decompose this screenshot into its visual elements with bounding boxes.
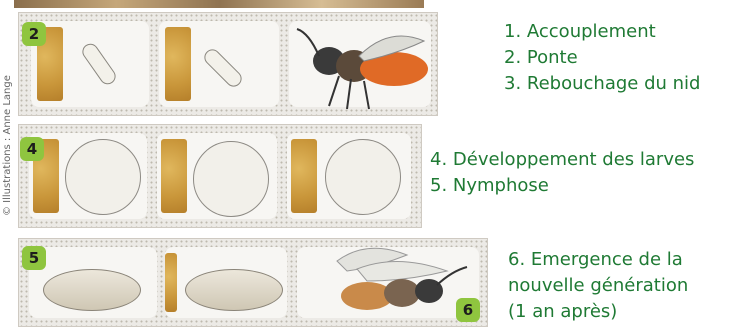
cocoon-icon <box>43 269 141 311</box>
cell-2 <box>159 21 279 107</box>
cell-3 <box>289 21 431 107</box>
step-badge-5: 5 <box>22 246 46 270</box>
caption-row3-line1: 6. Emergence de la <box>508 248 683 272</box>
cocoon-icon <box>185 269 283 311</box>
cell-9 <box>297 247 479 318</box>
mud-plug <box>161 139 187 213</box>
cell-1 <box>31 21 149 107</box>
step-badge-6: 6 <box>456 298 480 322</box>
illustration-credit: © Illustrations : Anne Lange <box>2 96 14 216</box>
row-3-panel <box>18 238 488 327</box>
mud-plug <box>291 139 317 213</box>
bee-icon <box>297 241 477 321</box>
cell-4 <box>29 133 147 219</box>
cell-8 <box>165 247 287 318</box>
caption-row3-line2: nouvelle génération <box>508 274 688 298</box>
caption-row2-line1: 4. Développement des larves <box>430 148 694 172</box>
caption-row1-line1: 1. Accouplement <box>504 20 656 44</box>
caption-row2-line2: 5. Nymphose <box>430 174 549 198</box>
larva-icon <box>193 141 269 217</box>
egg-icon <box>79 41 118 88</box>
egg-icon <box>201 46 245 90</box>
cell-7 <box>29 247 157 318</box>
mud-plug <box>165 27 191 101</box>
mud-plug <box>165 253 177 312</box>
cell-6 <box>287 133 411 219</box>
caption-row1-line2: 2. Ponte <box>504 46 578 70</box>
larva-icon <box>325 139 401 215</box>
caption-row3-line3: (1 an après) <box>508 300 617 324</box>
step-badge-2: 2 <box>22 22 46 46</box>
bee-icon <box>289 21 431 111</box>
row-1-panel <box>18 12 438 116</box>
cell-5 <box>157 133 277 219</box>
caption-row1-line3: 3. Rebouchage du nid <box>504 72 700 96</box>
step-badge-4: 4 <box>20 137 44 161</box>
larva-icon <box>65 139 141 215</box>
row-2-panel <box>18 124 422 228</box>
top-photo-strip <box>14 0 424 8</box>
